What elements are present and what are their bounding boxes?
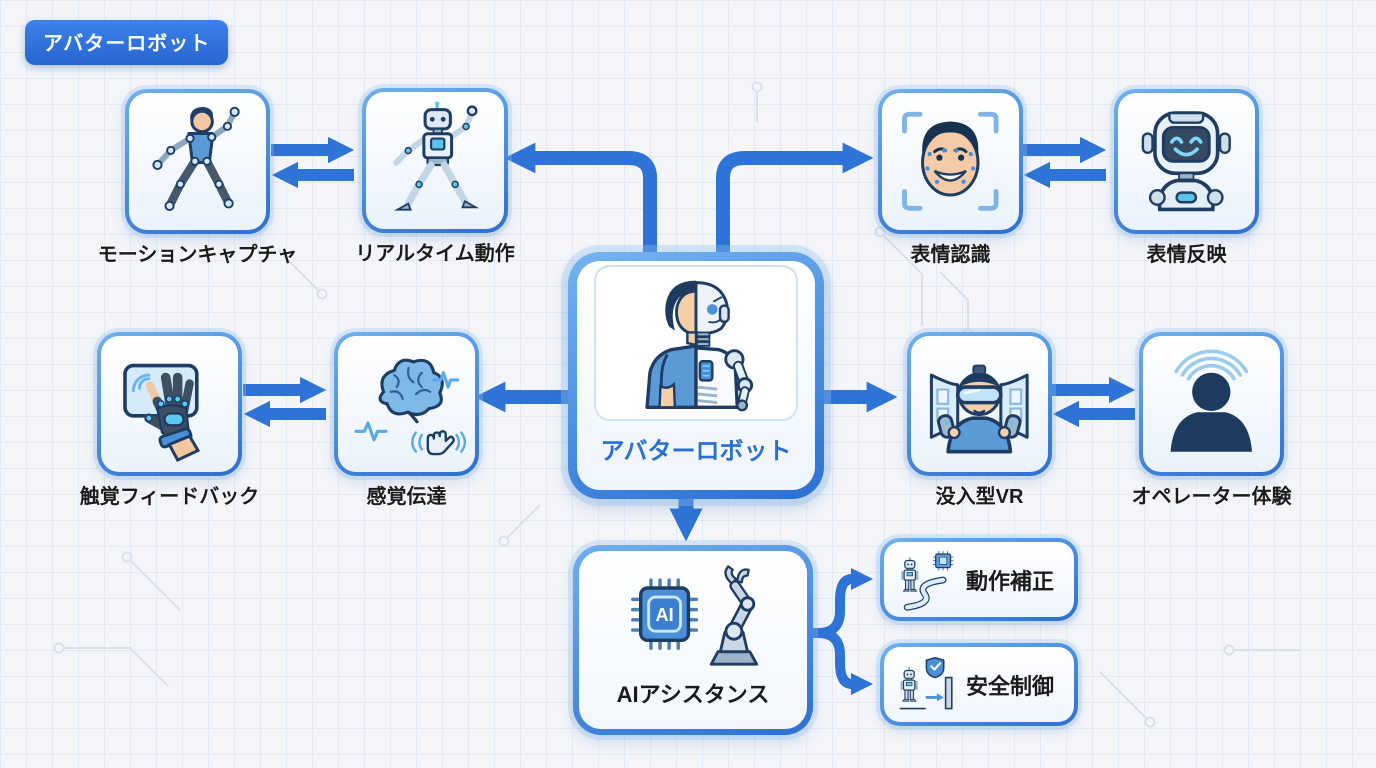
haptic-glove-icon — [123, 363, 201, 463]
brain-signal-icon — [354, 358, 467, 456]
label-realtime-motion: リアルタイム動作 — [355, 243, 515, 265]
label-avatar-robot-center: アバターロボット — [600, 438, 792, 465]
robot-path-chip-icon — [901, 550, 954, 611]
node-ai-assistance: AI AIアシスタンス — [573, 545, 813, 735]
robot-shield-icon — [899, 656, 953, 709]
half-human-half-robot-icon — [645, 280, 754, 412]
node-haptic-feedback: 触覚フィードバック — [80, 332, 259, 508]
node-motion-capture: モーションキャプチャ — [98, 89, 297, 266]
center-panel — [594, 265, 798, 421]
title-badge: アバターロボット — [25, 20, 229, 65]
label-immersive-vr: 没入型VR — [935, 486, 1024, 508]
node-immersive-vr: 没入型VR — [907, 332, 1052, 508]
node-motion-correction: 動作補正 — [880, 538, 1078, 621]
node-safety-control: 安全制御 — [880, 643, 1078, 726]
mocap-person-icon — [152, 107, 240, 212]
waving-robot-icon — [393, 101, 480, 211]
node-realtime-motion: リアルタイム動作 — [355, 88, 515, 265]
arrow-center-to-realtime — [504, 142, 657, 252]
label-motion-correction: 動作補正 — [966, 568, 1055, 594]
label-expression-recognition: 表情認識 — [910, 244, 991, 266]
ai-chip-robot-arm-icon: AI — [631, 565, 759, 666]
label-operator-experience: オペレーター体験 — [1131, 486, 1292, 508]
node-operator-experience: オペレーター体験 — [1132, 332, 1292, 508]
node-sensory-transmission: 感覚伝達 — [334, 332, 479, 508]
smiling-robot-head-icon — [1141, 111, 1232, 212]
node-expression-reflection: 表情反映 — [1114, 89, 1259, 266]
label-sensory-transmission: 感覚伝達 — [366, 486, 447, 508]
label-ai-assistance: AIアシスタンス — [616, 682, 770, 707]
face-scan-icon — [902, 112, 999, 211]
operator-silhouette-icon — [1170, 349, 1253, 452]
label-expression-reflection: 表情反映 — [1146, 244, 1227, 266]
ai-chip-text: AI — [655, 605, 673, 625]
vr-user-icon — [930, 364, 1029, 454]
node-expression-recognition: 表情認識 — [878, 89, 1023, 266]
label-motion-capture: モーションキャプチャ — [97, 244, 298, 266]
node-avatar-robot-center: アバターロボット — [568, 252, 824, 499]
arrow-center-to-face — [716, 142, 874, 252]
label-safety-control: 安全制御 — [966, 673, 1055, 699]
label-haptic-feedback: 触覚フィードバック — [79, 486, 260, 508]
